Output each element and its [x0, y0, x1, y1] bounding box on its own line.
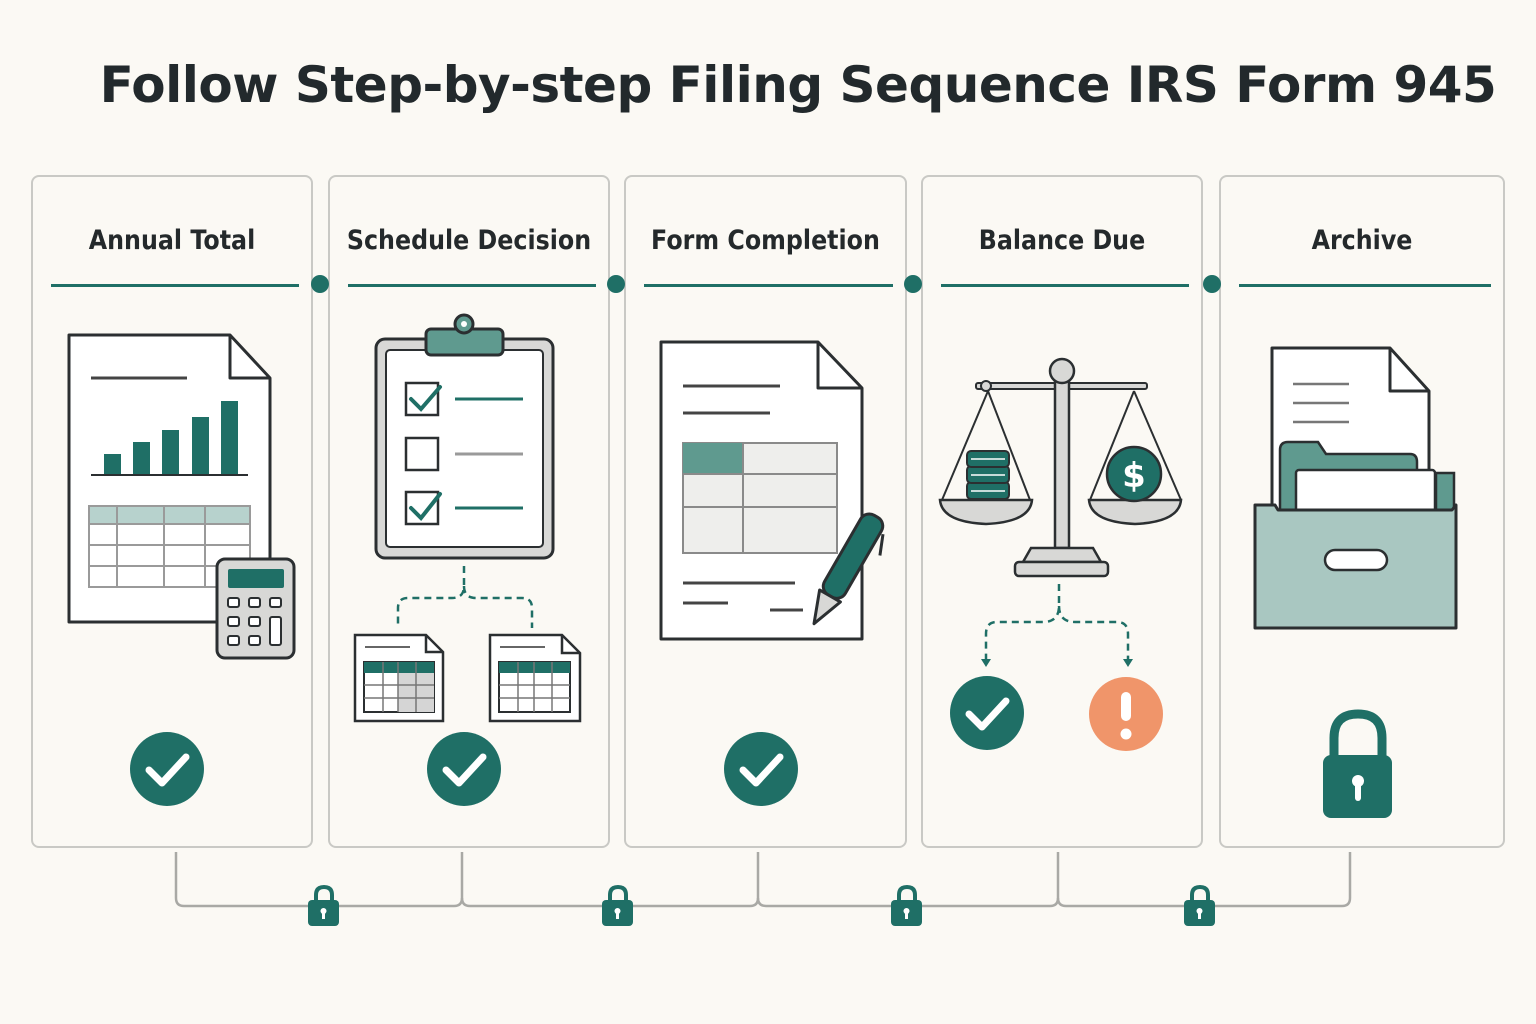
divider: [348, 284, 596, 287]
step-title: Balance Due: [978, 225, 1146, 256]
table-document-icon: [488, 633, 582, 723]
lock-icon: [891, 884, 922, 926]
balance-scale-icon: [938, 357, 1183, 578]
form-document-icon: [659, 340, 864, 641]
divider: [51, 284, 299, 287]
step-title: Archive: [1311, 225, 1413, 256]
check-circle-icon: [724, 732, 798, 806]
check-circle-icon: [950, 676, 1024, 750]
lock-icon: [602, 884, 633, 926]
branch-dashed-lines: [984, 584, 1130, 660]
lock-icon: [308, 884, 339, 926]
arrowheads: [981, 659, 1133, 667]
connector-lines: [174, 852, 1352, 908]
svg-text:$: $: [1122, 456, 1146, 496]
branch-dashed-lines: [396, 566, 534, 628]
pen-icon: [812, 512, 885, 626]
table-document-icon: [353, 633, 445, 723]
step-title: Schedule Decision: [346, 225, 592, 256]
divider: [1239, 284, 1491, 287]
step-title: Form Completion: [651, 225, 880, 256]
check-circle-icon: [427, 732, 501, 806]
clipboard-checklist-icon: [374, 313, 555, 560]
step-title: Annual Total: [88, 225, 256, 256]
check-circle-icon: [130, 732, 204, 806]
lock-icon: [1184, 884, 1215, 926]
warning-circle-icon: [1089, 677, 1163, 751]
padlock-icon: [1323, 709, 1392, 818]
file-drawer-icon: [1253, 440, 1458, 630]
dollar-coin-icon: $: [1105, 445, 1163, 503]
page-title: Follow Step-by-step Filing Sequence IRS …: [99, 56, 1497, 114]
calculator-icon: [215, 557, 296, 660]
step-junction-dots: [311, 275, 1221, 293]
coin-stack-icon: [966, 450, 1010, 500]
divider: [644, 284, 893, 287]
divider: [941, 284, 1189, 287]
